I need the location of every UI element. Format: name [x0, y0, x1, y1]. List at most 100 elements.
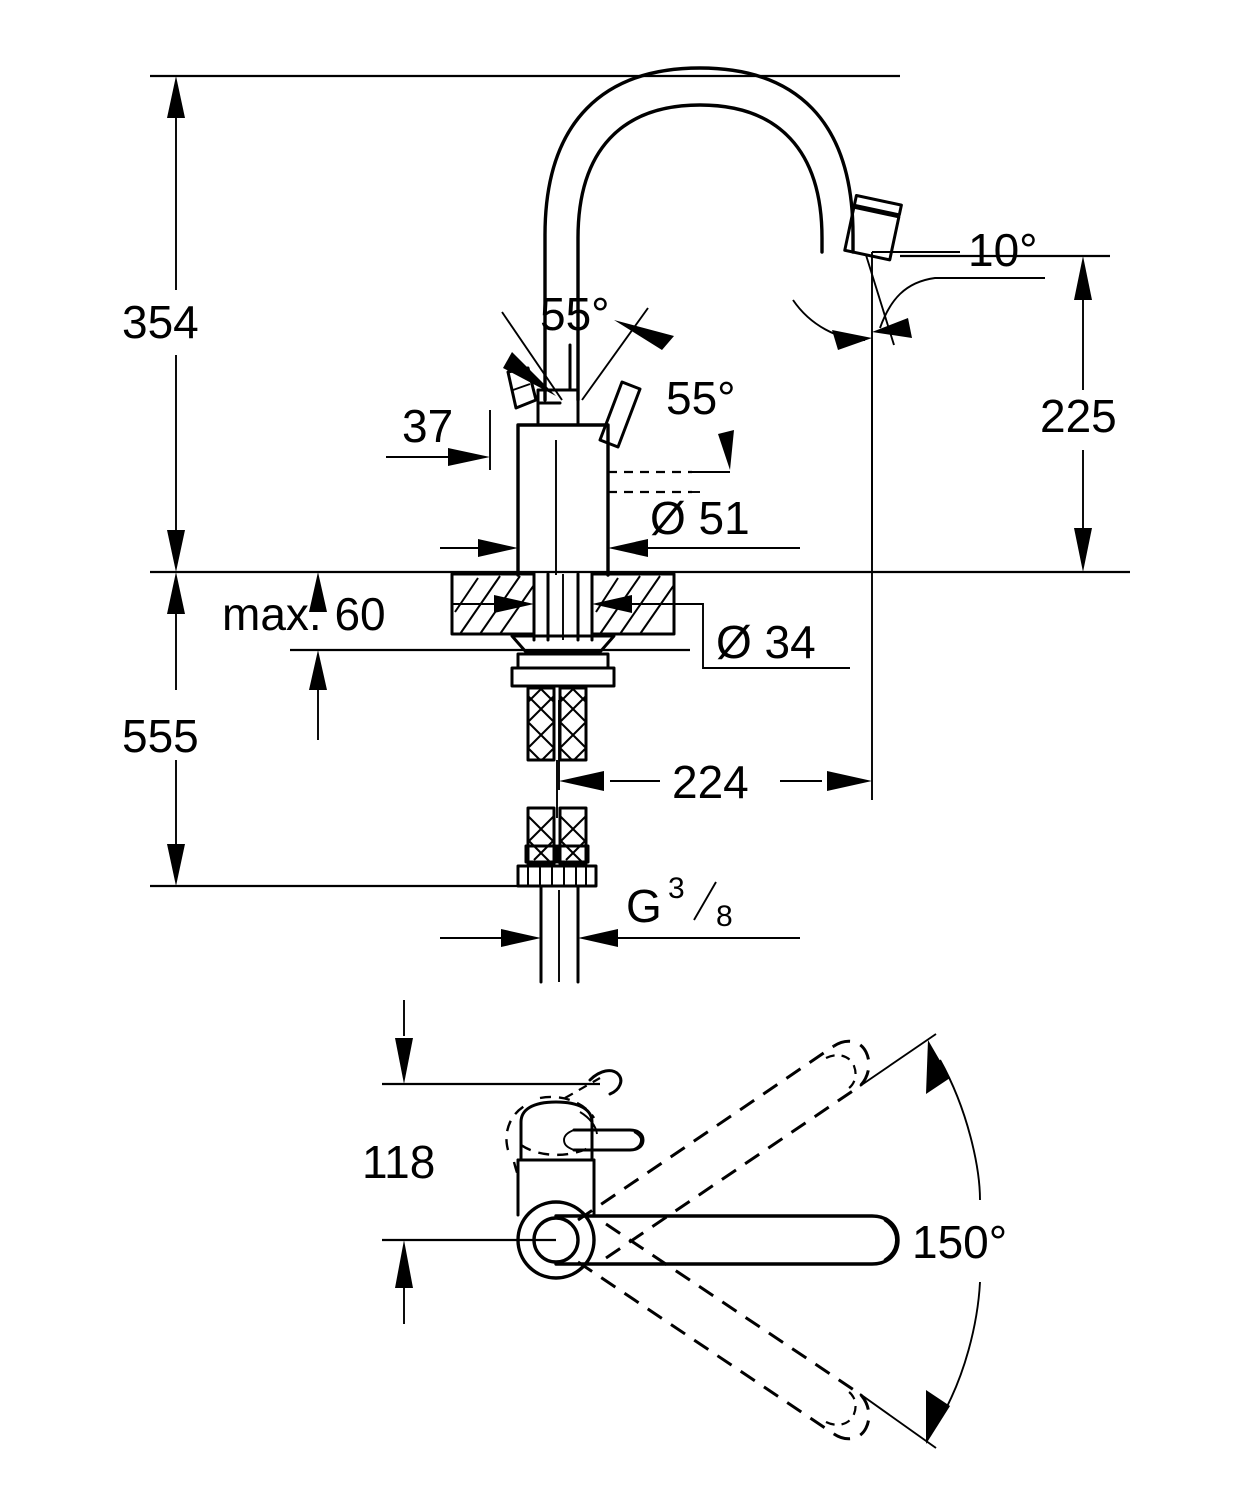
dim-d34-leader-right: [628, 603, 850, 669]
dim-d51-arrow-callout: [718, 430, 734, 470]
dimension-37: 37: [386, 400, 491, 470]
plan-spout-upper-dashed: [577, 1039, 871, 1260]
plan-spout-upper-tip: [833, 1039, 871, 1088]
dim-d51-arrow-right: [608, 539, 648, 557]
angle-55-right-label: 55°: [666, 372, 736, 424]
g38-fraction-bar: [693, 881, 717, 921]
dim-224-label: 224: [672, 756, 749, 808]
angle-10-leader: [879, 277, 1045, 329]
dimension-d34: Ø 34: [452, 595, 850, 669]
angle-10-arrow-left: [832, 330, 872, 350]
dim-224-arrow-right: [827, 771, 872, 791]
spout-outer-curve: [543, 66, 855, 402]
spout-inner-curve: [576, 103, 824, 402]
angle-150-label: 150°: [912, 1216, 1007, 1268]
angle-10-arrow-right: [872, 318, 912, 338]
dim-d34-label: Ø 34: [716, 616, 816, 668]
dimension-224: 224: [558, 340, 873, 808]
lever-left-detail: [512, 383, 531, 391]
counter-hatch-left: [454, 575, 535, 635]
angle-150-arrow-lower: [926, 1390, 950, 1444]
angle-55-right-ray: [581, 307, 649, 401]
plan-spout-lower-dashed: [577, 1222, 871, 1441]
mounting-nut-lower: [510, 666, 616, 688]
angle-55-left-label: 55°: [540, 288, 610, 340]
plan-body-cap: [519, 1100, 594, 1162]
plan-spout-solid-tipline: [883, 1219, 897, 1261]
dim-37-label: 37: [402, 400, 453, 452]
plan-spout-upper-tipline: [825, 1054, 857, 1091]
braided-hose-upper: [526, 686, 588, 762]
dim-118-arrow-bottom: [395, 1240, 413, 1288]
plan-spout-lower-tipline: [825, 1389, 857, 1426]
mounting-shank: [532, 572, 594, 642]
angle-10-label: 10°: [968, 224, 1038, 276]
dimension-d51: Ø 51: [440, 430, 800, 557]
angle-55-right-arrow: [614, 320, 674, 350]
plan-cap-rotation-guide-a: [505, 1101, 531, 1151]
g38-arrow-left: [501, 929, 541, 947]
plan-view: 150° 118: [362, 1000, 1007, 1449]
dim-max60-arrow-top: [309, 572, 327, 612]
dim-354-label: 354: [122, 296, 199, 348]
spout-assembly: [543, 66, 903, 402]
plan-handle-curl-dash: [564, 1077, 601, 1099]
dim-max60-label: max. 60: [222, 588, 386, 640]
coupling-nut: [516, 864, 598, 888]
cartridge-neck: [536, 388, 580, 427]
dim-37-arrow: [448, 448, 490, 466]
thread-callout-g38: G 3 8: [440, 872, 800, 947]
plan-spout-solid: [554, 1214, 900, 1266]
aerator: [843, 194, 903, 262]
dim-555-label: 555: [122, 710, 199, 762]
angle-150-ray-lower: [859, 1393, 937, 1449]
dim-225-arrow-top: [1074, 256, 1092, 300]
dim-555-arrow-bottom: [167, 844, 185, 886]
g38-label-denominator: 8: [716, 900, 733, 933]
plan-spout-lower-tip: [833, 1392, 871, 1441]
dimension-555: 555: [122, 572, 530, 888]
dim-354-arrow-bottom: [167, 530, 185, 572]
plan-spout-upper-edge-b: [605, 1084, 861, 1260]
angle-150-arrow-upper: [926, 1040, 950, 1094]
dim-d34-arrow-right: [592, 595, 632, 613]
plan-spout-lower-edge-a: [577, 1260, 835, 1436]
dim-d34-arrow-left: [494, 595, 534, 613]
dimension-118: 118: [362, 1000, 600, 1324]
plan-lever-tip: [633, 1131, 642, 1150]
plan-cap-rotation-guide-c: [520, 1143, 593, 1157]
angle-150-ray-upper: [859, 1033, 937, 1087]
dim-d51-label: Ø 51: [650, 492, 750, 544]
dim-225-arrow-bottom: [1074, 528, 1092, 572]
g38-arrow-right: [578, 929, 618, 947]
plan-cap-rotation-guide-b: [539, 1095, 596, 1119]
plan-handle-curl: [588, 1069, 623, 1096]
angle-150-group: 150°: [859, 1033, 1007, 1449]
body-outline: [516, 423, 610, 577]
plan-cap-rotation-guide-d: [512, 1161, 522, 1181]
braided-hose-lower: [524, 806, 590, 866]
angle-55-right: 55°: [581, 307, 736, 424]
mounting-hardware: [510, 634, 616, 984]
plan-spout-upper-edge-a: [577, 1044, 835, 1222]
lever-tilted-right: [598, 380, 642, 449]
g38-label-main: G: [626, 880, 662, 932]
g38-label-numerator: 3: [668, 872, 685, 905]
dimension-354: 354: [122, 74, 900, 572]
faucet-body: [516, 343, 610, 577]
mounting-washer: [510, 634, 616, 654]
dim-d51-hidden-edges: [608, 470, 692, 494]
dim-224-arrow-left: [559, 771, 604, 791]
dim-118-arrow-top: [395, 1038, 413, 1084]
dimension-225: 225: [900, 254, 1117, 572]
dim-118-label: 118: [362, 1136, 435, 1188]
coupling-nut-ribs: [527, 866, 587, 886]
angle-55-left-arrow: [503, 352, 556, 396]
plan-lever-arc-hint: [579, 1111, 598, 1135]
plan-spout-lower-edge-b: [605, 1222, 861, 1396]
dim-225-label: 225: [1040, 390, 1117, 442]
angle-55-left: 55°: [501, 288, 610, 401]
angle-55-left-ray: [501, 311, 563, 401]
